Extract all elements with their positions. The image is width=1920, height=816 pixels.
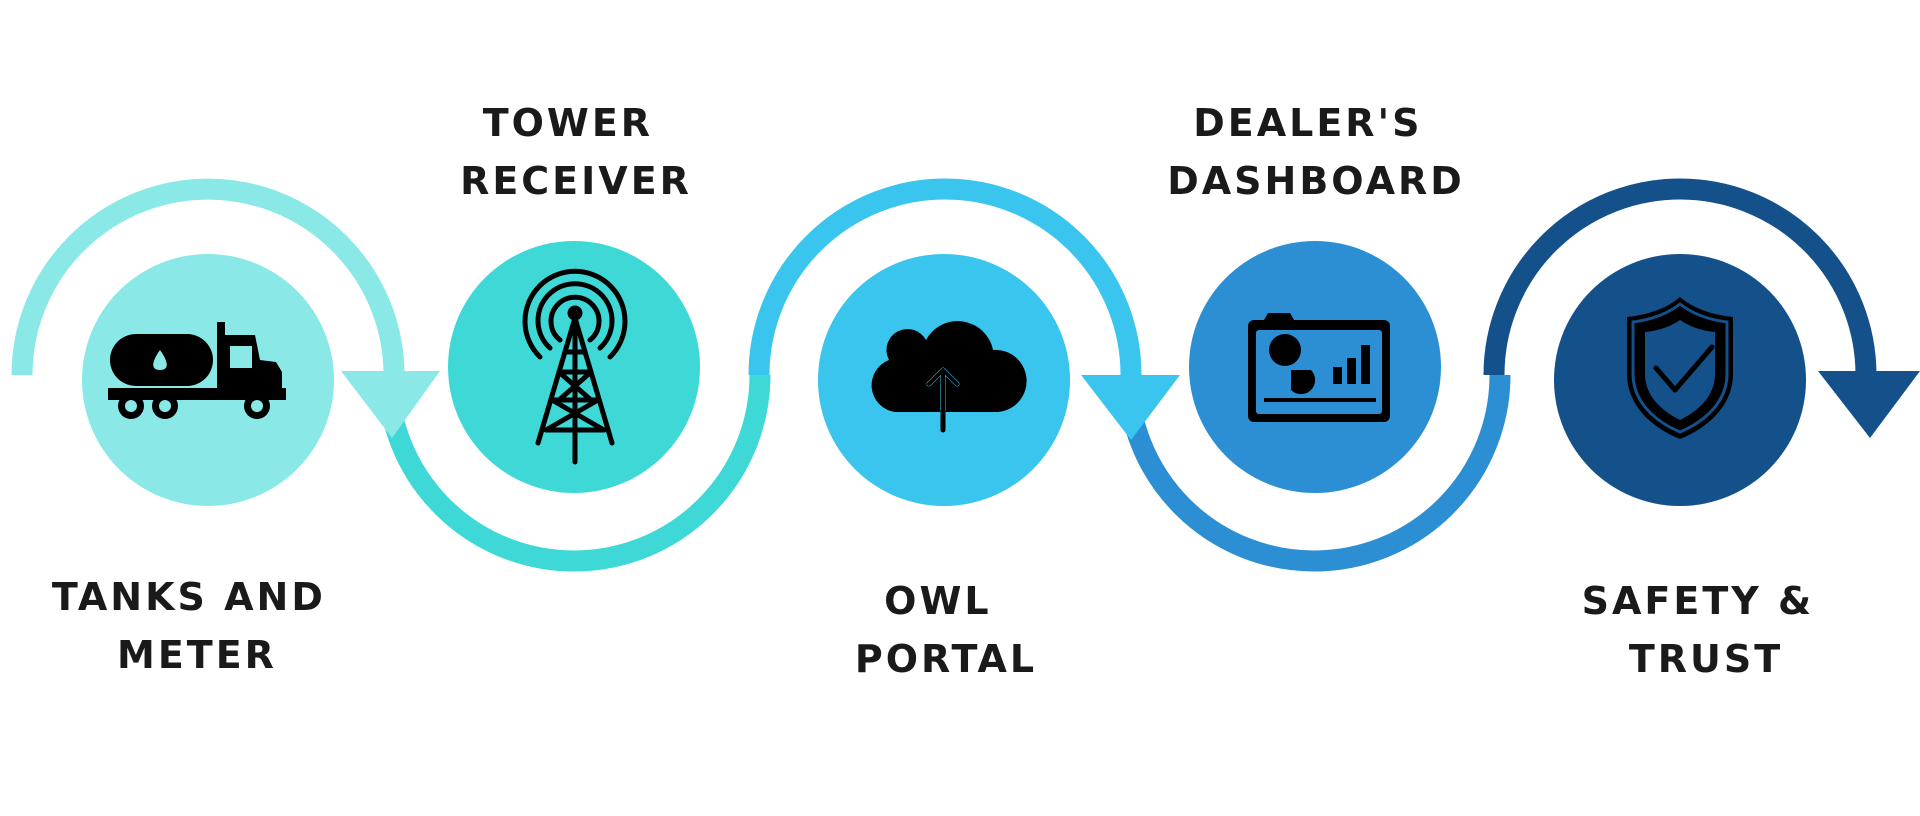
step-label-2-line2: RECEIVER bbox=[460, 159, 692, 203]
step-label-1-line2: METER bbox=[117, 633, 277, 677]
flow-arrow-3 bbox=[748, 178, 1142, 376]
dashboard-icon bbox=[1248, 313, 1390, 422]
tanker-truck-icon bbox=[108, 322, 286, 419]
step-label-2: TOWER RECEIVER bbox=[460, 101, 692, 203]
arrowhead-3 bbox=[1081, 375, 1180, 440]
step-label-1: TANKS AND METER bbox=[52, 575, 342, 677]
step-label-4: DEALER'S DASHBOARD bbox=[1167, 101, 1465, 203]
radio-tower-icon bbox=[522, 268, 628, 465]
step-label-5-line1: SAFETY & bbox=[1582, 579, 1815, 623]
step-label-5: SAFETY & TRUST bbox=[1582, 579, 1831, 681]
step-labels: TANKS AND METER TOWER RECEIVER OWL PORTA… bbox=[52, 101, 1831, 681]
cloud-upload-icon bbox=[871, 321, 1027, 433]
step-circle-1 bbox=[82, 254, 334, 506]
arrowhead-1 bbox=[341, 371, 440, 438]
arrowhead-5 bbox=[1818, 371, 1920, 438]
shield-check-icon bbox=[1627, 297, 1733, 439]
step-label-1-line1: TANKS AND bbox=[52, 575, 326, 619]
step-label-4-line2: DASHBOARD bbox=[1167, 159, 1465, 203]
flow-arrow-4 bbox=[1117, 374, 1511, 572]
flow-arrow-2 bbox=[377, 374, 771, 572]
step-label-3-line1: OWL bbox=[884, 579, 991, 623]
flow-arrow-1 bbox=[11, 178, 405, 376]
step-label-2-line1: TOWER bbox=[483, 101, 653, 145]
flow-arrow-5 bbox=[1483, 178, 1877, 376]
step-label-4-line1: DEALER'S bbox=[1193, 101, 1422, 145]
arrowheads bbox=[341, 371, 1920, 440]
step-label-5-line2: TRUST bbox=[1629, 637, 1783, 681]
step-label-3-line2: PORTAL bbox=[855, 637, 1037, 681]
flow-arrows bbox=[11, 178, 1877, 572]
step-label-3: OWL PORTAL bbox=[855, 579, 1037, 681]
